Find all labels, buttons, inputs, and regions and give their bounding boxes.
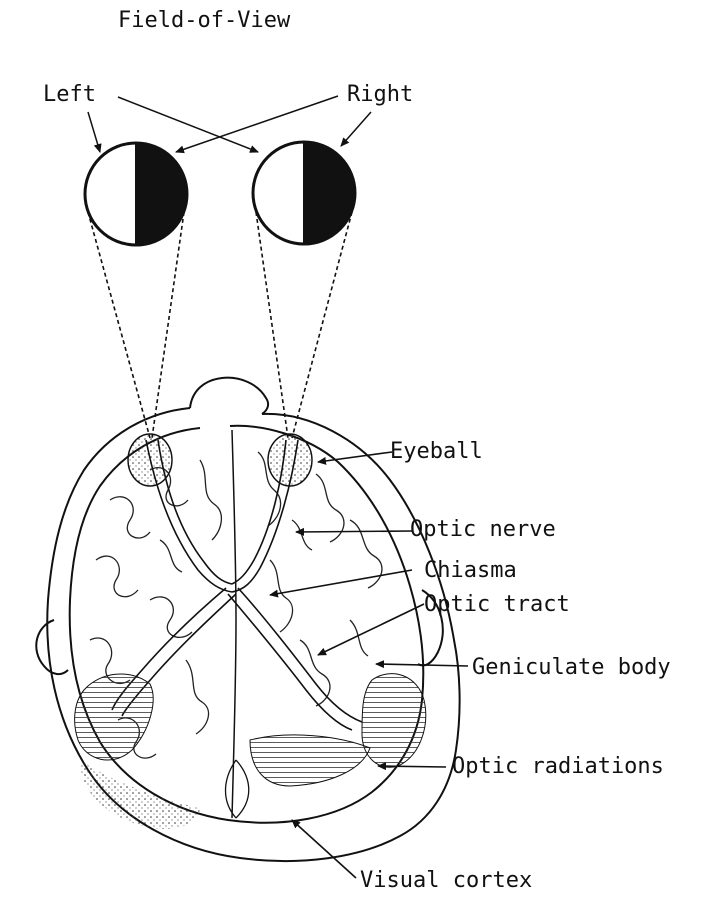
- optic-radiations: [75, 674, 426, 786]
- projection-lines: [88, 212, 352, 438]
- annotation-arrows: [270, 452, 468, 878]
- optic-radiations-label: Optic radiations: [452, 756, 664, 778]
- eyeball-label: Eyeball: [390, 441, 483, 463]
- right-field-label: Right: [347, 84, 413, 106]
- geniculate-body-label: Geniculate body: [472, 657, 671, 679]
- diagram-title: Field-of-View: [118, 10, 290, 32]
- optic-tract-label: Optic tract: [424, 594, 570, 616]
- visual-cortex-label: Visual cortex: [360, 870, 532, 892]
- left-field-label: Left: [43, 84, 96, 106]
- optic-nerve-label: Optic nerve: [410, 519, 556, 541]
- chiasma-label: Chiasma: [424, 560, 517, 582]
- right-eye-field: [253, 142, 355, 244]
- left-eye-field: [85, 143, 187, 245]
- stippled-cortex-region: [80, 760, 200, 829]
